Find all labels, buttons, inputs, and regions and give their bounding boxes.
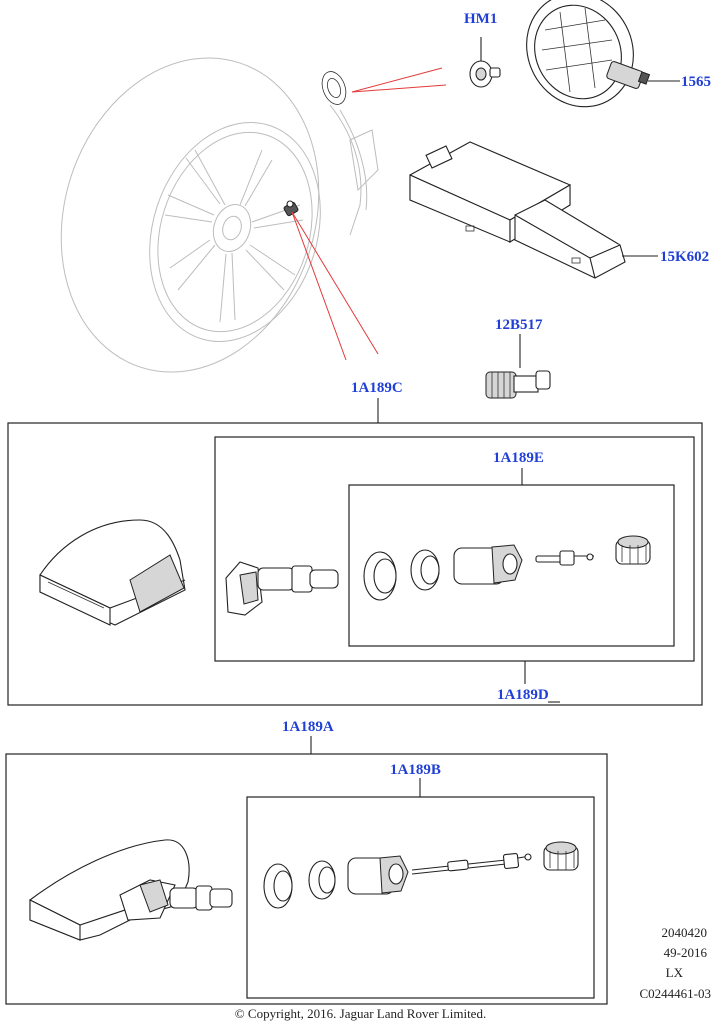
valve-cap-e bbox=[615, 535, 651, 565]
nut-e bbox=[453, 544, 523, 585]
label-hm1: HM1 bbox=[464, 11, 498, 27]
box-1a189c bbox=[7, 422, 703, 706]
box-1a189b bbox=[246, 796, 595, 999]
valve-core-b bbox=[411, 852, 532, 875]
label-1a189a: 1A189A bbox=[282, 719, 334, 735]
receiver-module-1565 bbox=[526, 0, 680, 108]
nut-b bbox=[347, 855, 409, 895]
ref-line-1: 2040420 bbox=[661, 925, 708, 940]
sensor-body-a bbox=[29, 839, 233, 941]
control-module-15k602 bbox=[409, 141, 658, 279]
label-1a189e: 1A189E bbox=[493, 450, 544, 466]
valve-cap-b bbox=[543, 841, 579, 871]
ref-line-3: LX bbox=[665, 965, 683, 980]
box-1a189a bbox=[5, 753, 608, 1005]
label-1565: 1565 bbox=[681, 74, 711, 90]
seal-rings-b bbox=[263, 860, 336, 909]
ref-line-4: C0244461-03 bbox=[639, 986, 712, 1001]
copyright-text: © Copyright, 2016. Jaguar Land Rover Lim… bbox=[234, 1006, 487, 1021]
label-1a189d: 1A189D bbox=[497, 687, 549, 703]
box-1a189d bbox=[214, 436, 695, 662]
rim-valve-sensor bbox=[283, 200, 299, 217]
valve-core-e bbox=[535, 550, 594, 566]
wheel-ghost bbox=[60, 57, 379, 373]
sensor-body-c bbox=[39, 519, 186, 626]
valve-stem-d bbox=[225, 561, 339, 616]
label-1a189b: 1A189B bbox=[390, 762, 441, 778]
receiver-disc-ghost bbox=[321, 71, 347, 105]
seal-rings-e bbox=[363, 549, 440, 601]
screw-hm1 bbox=[469, 37, 501, 88]
box-1a189e bbox=[348, 484, 675, 647]
label-1a189c: 1A189C bbox=[351, 380, 403, 396]
ref-line-2: 49-2016 bbox=[663, 945, 707, 960]
valve-12b517 bbox=[485, 334, 551, 399]
label-15k602: 15K602 bbox=[660, 249, 710, 265]
label-12b517: 12B517 bbox=[495, 317, 543, 333]
red-leaders bbox=[291, 67, 447, 361]
